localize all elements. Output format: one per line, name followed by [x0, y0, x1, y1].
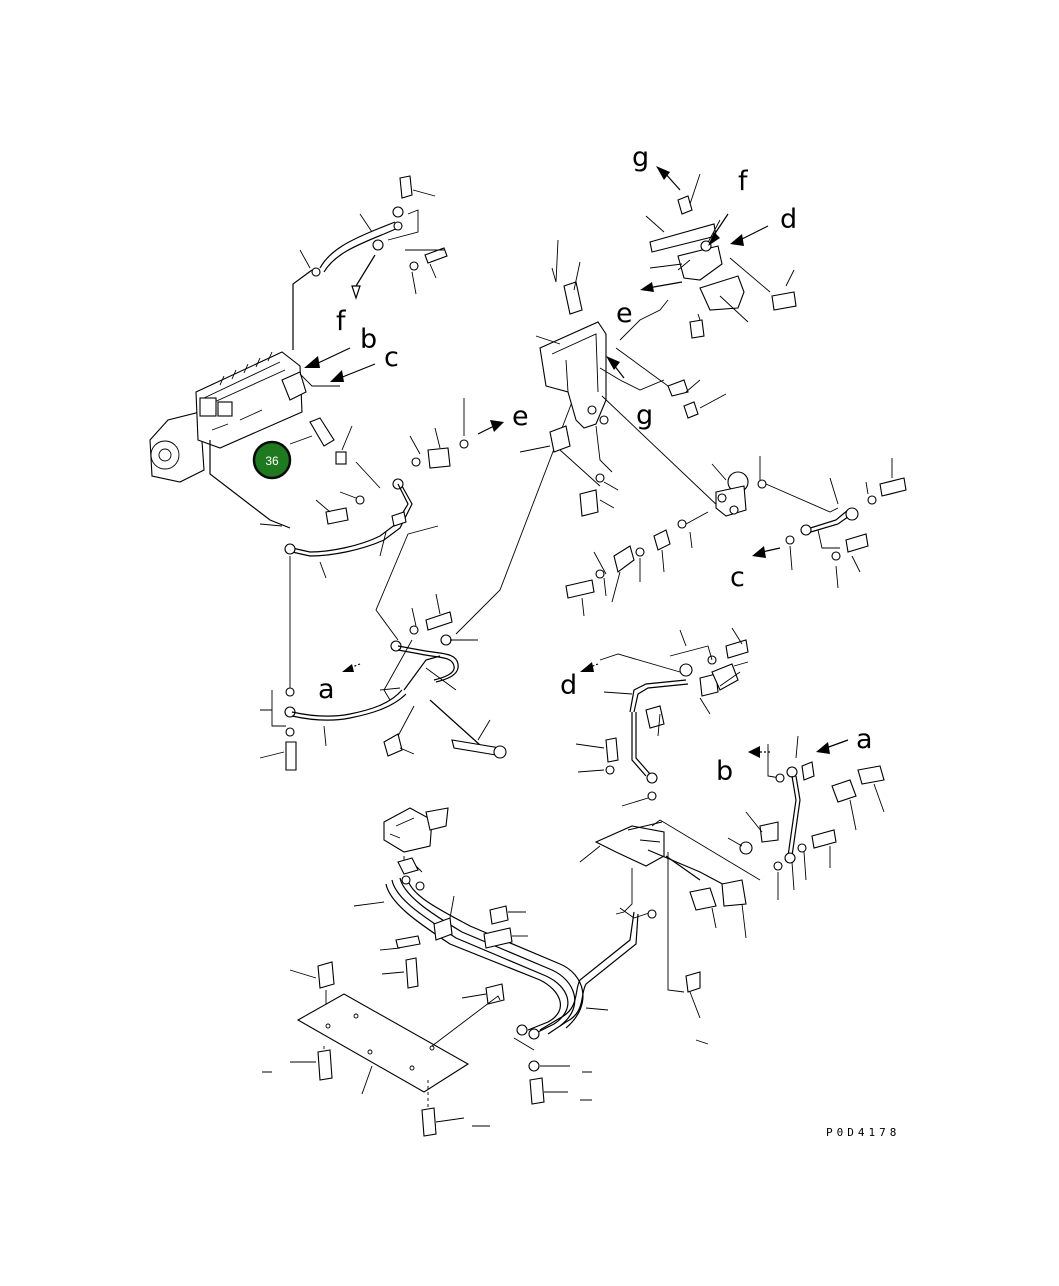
right-pipe-d: [580, 627, 749, 784]
callout-d-lower: d: [560, 670, 577, 701]
callout-a-left: a: [318, 674, 335, 705]
callout-a-right: a: [856, 724, 873, 755]
center-left-fittings: [335, 398, 504, 469]
upper-fuel-pipe: [284, 461, 439, 579]
callout-b-upper: b: [360, 324, 377, 355]
center-pipe-group: [383, 593, 507, 759]
lower-bracket-assembly: [579, 819, 761, 1045]
return-pipe-group: [299, 175, 448, 300]
callout-f-left: f: [336, 306, 347, 337]
switch-cluster: [640, 166, 797, 339]
part-number-badge[interactable]: 36: [252, 440, 292, 480]
drawing-code: P0D4178: [826, 1126, 900, 1139]
fittings-row: [565, 511, 709, 617]
callout-g-upper: g: [632, 142, 649, 173]
mounting-bracket-assembly: [519, 239, 727, 517]
relay-block: [383, 807, 449, 875]
lower-fuel-pipe: [291, 655, 441, 747]
clamp-parts: [379, 895, 528, 1005]
injection-pump-assembly: [149, 351, 307, 483]
callout-c-lower: c: [730, 562, 745, 593]
left-vertical-leader: [259, 556, 297, 771]
right-arrows-a-b: [727, 735, 885, 900]
sensor-assembly: [711, 456, 907, 589]
center-right-bolts: [575, 737, 657, 807]
pump-arrows-b-c: [299, 347, 376, 387]
callout-b-lower: b: [716, 756, 733, 787]
callout-e-upper: e: [616, 298, 633, 329]
callout-g-lower: g: [636, 400, 653, 431]
lower-center-bolts: [528, 1060, 592, 1105]
badge-number: 36: [265, 454, 279, 468]
callout-c-upper: c: [384, 342, 399, 373]
leader-bracket-to-pipe: [375, 533, 409, 641]
sleeve-part: [289, 417, 335, 447]
leader-bracket-long: [455, 401, 573, 635]
base-plate-assembly: [262, 961, 501, 1137]
arrow-a-left: [342, 663, 361, 672]
long-pipe-bundle: [353, 875, 639, 1051]
callout-f-right: f: [738, 166, 749, 197]
callout-e-center: e: [512, 401, 529, 432]
pump-leader-lines: [209, 269, 313, 529]
callout-d-upper: d: [780, 204, 797, 235]
